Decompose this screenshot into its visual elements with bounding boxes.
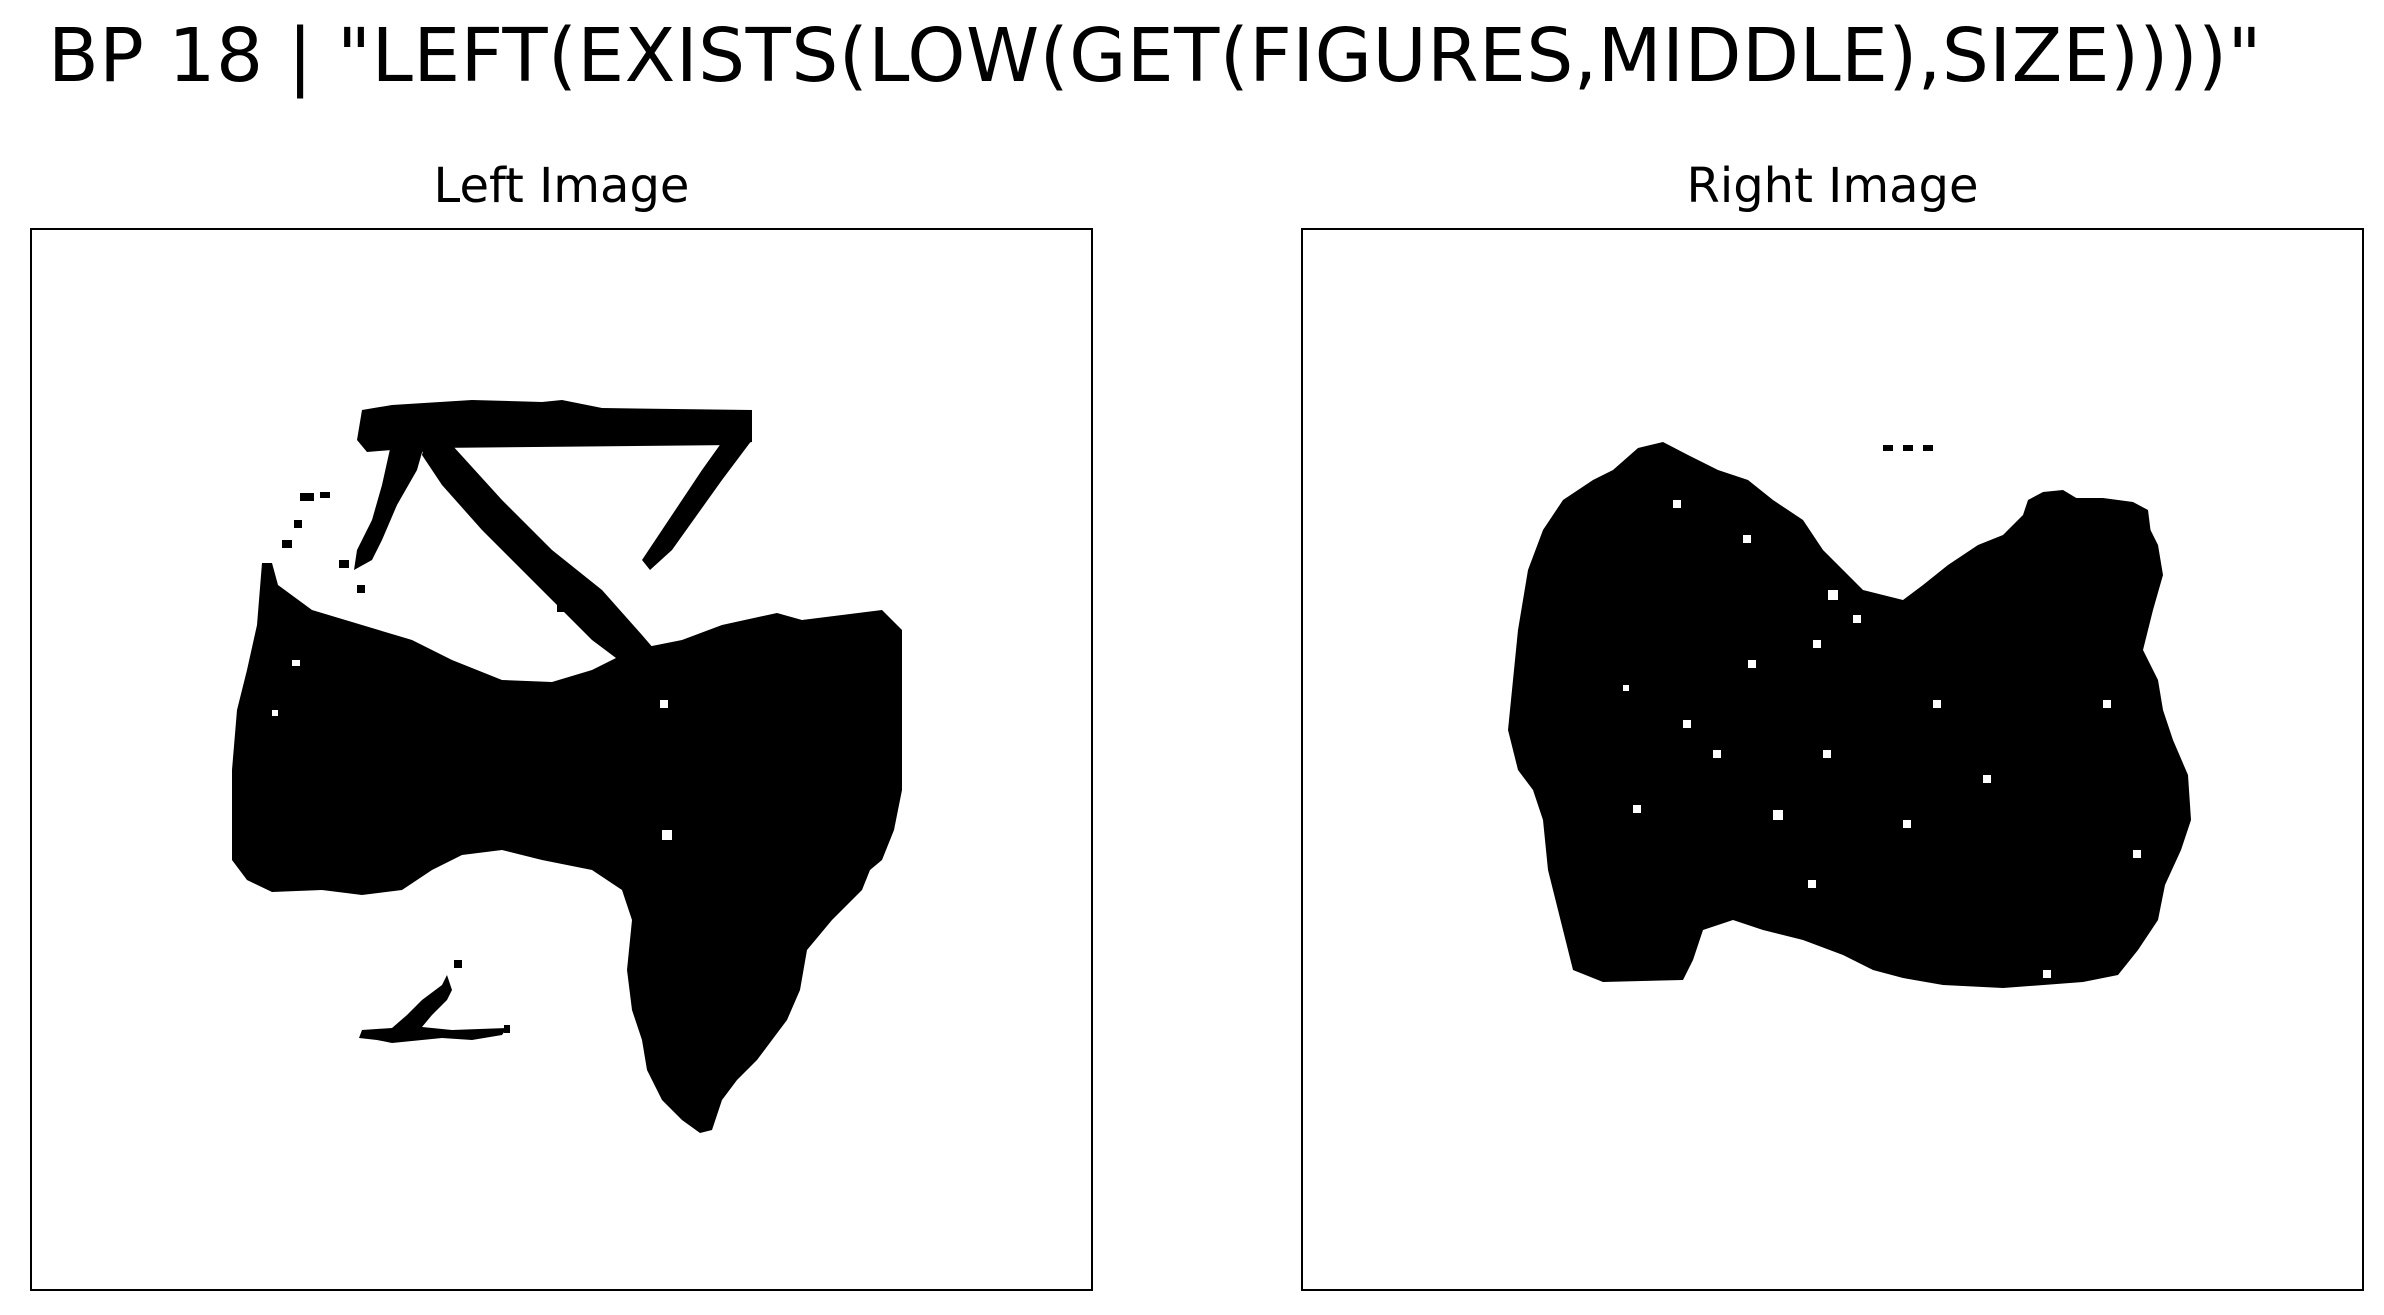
left-large-figure: [232, 563, 902, 1133]
right-image-panel: [1301, 228, 2364, 1291]
right-image-title: Right Image: [1686, 158, 1979, 214]
left-top-triangle-bar: [357, 400, 752, 452]
left-triangle-left-edge: [354, 435, 427, 570]
right-upper-appendage: [2048, 498, 2153, 630]
left-wedge-dot: [504, 1025, 510, 1033]
right-holes: [1623, 500, 2141, 978]
right-top-marks: [1883, 445, 1933, 451]
left-triangle-right-edge: [642, 435, 752, 570]
left-small-wedge: [359, 975, 507, 1043]
left-image-canvas: [232, 400, 902, 1133]
left-wedge-dot-2: [454, 960, 462, 968]
right-large-figure: [1508, 442, 2191, 988]
left-image-panel: [30, 228, 1093, 1291]
left-speckles: [282, 492, 569, 612]
left-holes: [272, 660, 672, 840]
figure-title: BP 18 | "LEFT(EXISTS(LOW(GET(FIGURES,MID…: [48, 13, 2263, 99]
left-triangle-diagonal: [422, 435, 692, 695]
left-image-title: Left Image: [433, 158, 690, 214]
right-image-canvas: [1508, 442, 2191, 988]
